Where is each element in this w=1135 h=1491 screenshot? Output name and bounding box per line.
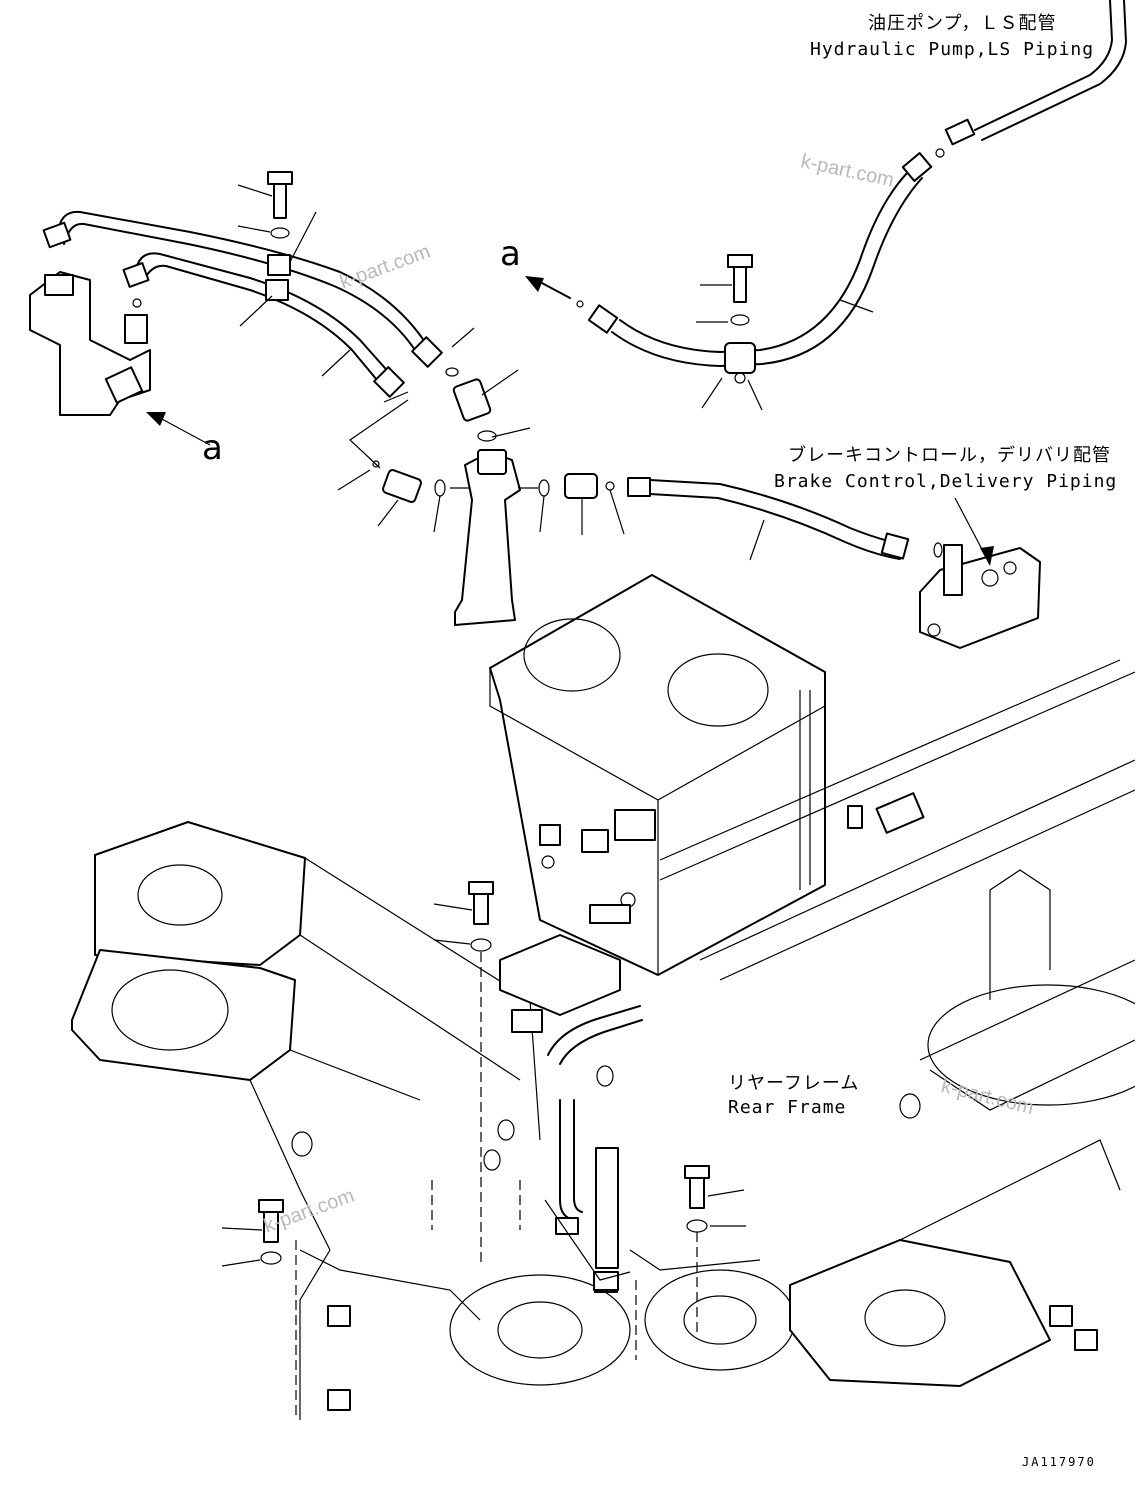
column-bracket — [489, 574, 826, 976]
hydraulic-pump-label-en: Hydraulic Pump,LS Piping — [810, 39, 1095, 60]
center-bracket-fittings — [337, 327, 625, 626]
brake-control-label-jp: ブレーキコントロール，デリバリ配管 — [788, 445, 1111, 466]
brake-delivery-hose — [627, 477, 1041, 649]
hydraulic-pump-label-jp: 油圧ポンプ，ＬＳ配管 — [868, 13, 1057, 34]
brake-control-label-en: Brake Control,Delivery Piping — [774, 471, 1118, 492]
rear-frame-label-en: Rear Frame — [728, 1097, 847, 1118]
rear-frame-left — [71, 821, 921, 1251]
drawing-number: JA117970 — [1022, 1455, 1096, 1469]
ls-hose-assembly — [525, 152, 933, 411]
center-pipe-routing — [544, 1005, 643, 1291]
lower-bolts — [221, 881, 746, 1420]
rear-frame-label-jp: リヤーフレーム — [728, 1073, 860, 1094]
left-valve-block — [29, 271, 211, 446]
rear-frame-bottom — [299, 1139, 1121, 1420]
view-reference-right: a — [500, 234, 521, 274]
twin-hose-assembly — [42, 171, 443, 469]
hydraulic-pump-ls-pipe — [935, 0, 1127, 158]
right-frame-rail — [659, 659, 1135, 1111]
view-reference-left: a — [202, 428, 223, 468]
